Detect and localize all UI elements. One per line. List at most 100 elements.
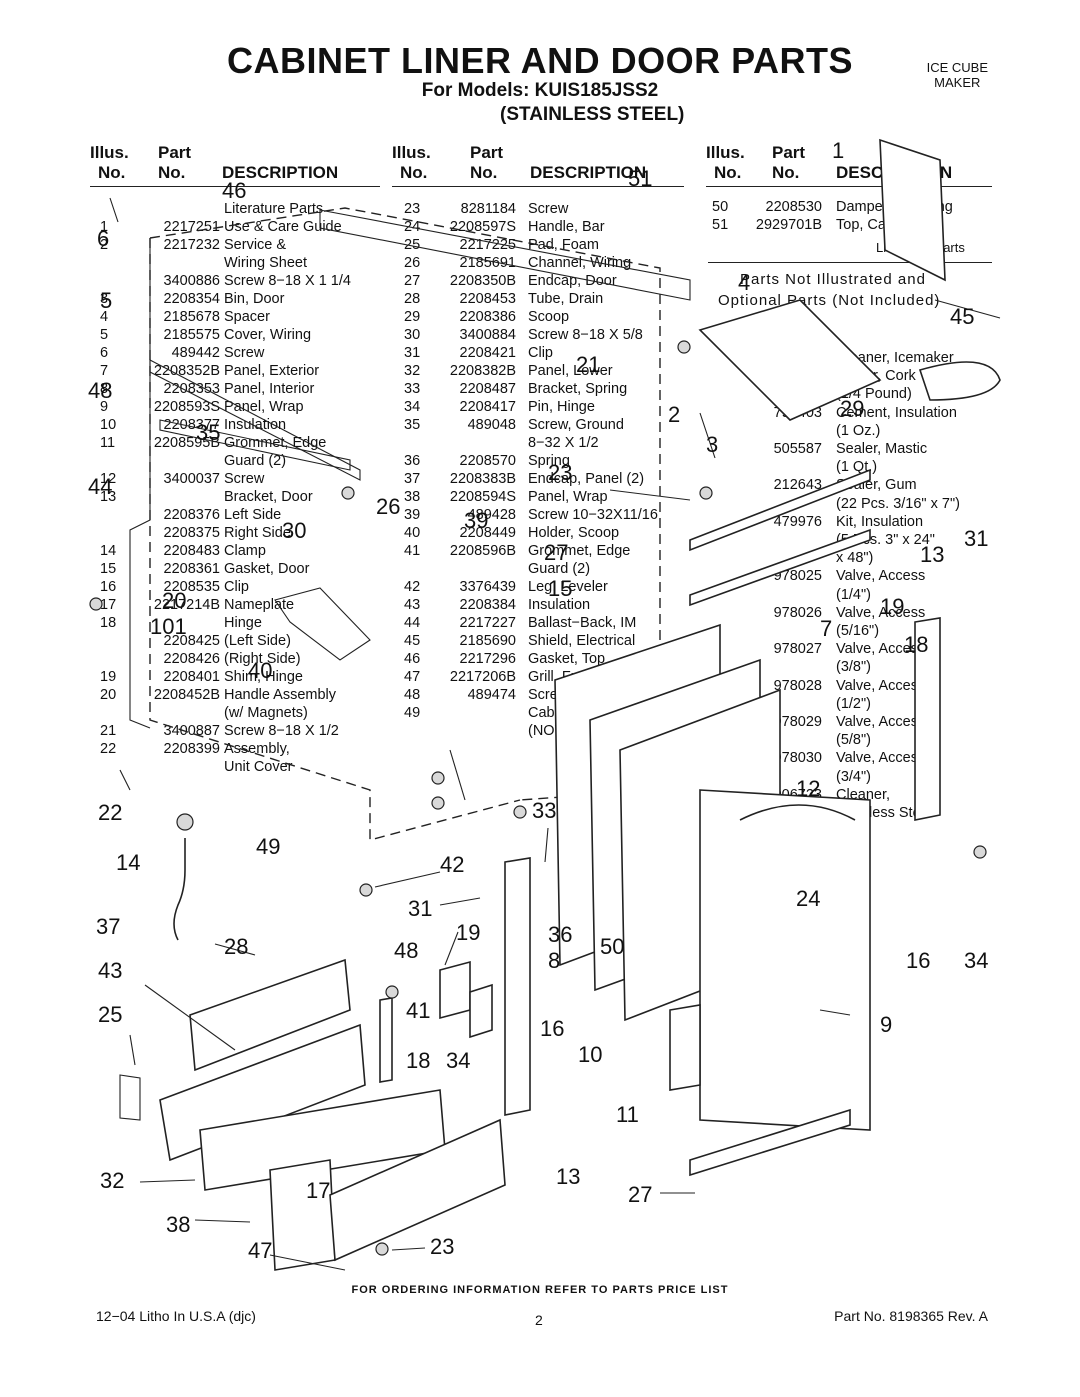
callout-number: 38 [166, 1212, 191, 1237]
part-no: 3400886 [163, 273, 220, 289]
description: Screw 10−32X11/16 [528, 507, 658, 523]
not-illustrated-line-1: Parts Not Illustrated and [740, 271, 926, 288]
illus-no: 6 [100, 345, 109, 361]
illus-no: 20 [100, 687, 117, 703]
hinge [469, 983, 493, 1039]
front-grill [329, 1118, 506, 1262]
description: Panel, Exterior [224, 363, 320, 379]
part-no: 489428 [467, 507, 516, 523]
callout-number: 13 [920, 542, 945, 567]
illus-no: 31 [404, 345, 421, 361]
description: Cover, Wiring [224, 327, 312, 343]
part-no: 489474 [467, 687, 516, 703]
illus-no: 19 [100, 669, 117, 685]
category-line-1: ICE CUBE [926, 60, 988, 75]
callout-number: 31 [408, 896, 433, 921]
description: Gasket, Door [224, 561, 310, 577]
description: Clip [224, 579, 249, 595]
col2-header-part: Part No. [470, 143, 503, 183]
part-no: 2208376 [163, 507, 220, 523]
illus-no: 16 [100, 579, 117, 595]
screw-icon [973, 845, 987, 859]
callout-number: 7 [820, 616, 833, 641]
illus-no: 23 [404, 201, 421, 217]
callout-number: 14 [116, 850, 141, 875]
screw-icon [359, 883, 373, 897]
col2-header-rule [392, 186, 684, 187]
illus-no: 49 [404, 705, 421, 721]
finish-line: (STAINLESS STEEL) [500, 104, 685, 125]
header-no: No. [98, 163, 126, 182]
illus-no: 10 [100, 417, 117, 433]
part-no: 978030 [773, 750, 822, 767]
callout-number: 35 [196, 420, 221, 445]
part-no: 2208382B [449, 363, 516, 379]
illus-no: 5 [100, 327, 109, 343]
part-no: 3400037 [163, 471, 220, 487]
part-no: 2185575 [163, 327, 220, 343]
part-no: 978025 [773, 568, 822, 585]
illus-no: 12 [100, 471, 117, 487]
illus-no: 32 [404, 363, 421, 379]
part-no: 2217296 [459, 651, 516, 667]
part-no: 2217214B [153, 597, 220, 613]
description: Scoop [528, 309, 570, 325]
illus-no: 17 [100, 597, 117, 613]
part-no: 2208417 [459, 399, 516, 415]
description: Screw [528, 201, 569, 217]
page-title: CABINET LINER AND DOOR PARTS [227, 40, 853, 81]
callout-number: 26 [376, 494, 401, 519]
callout-number: 11 [616, 1102, 639, 1127]
description: Assembly, [224, 741, 290, 757]
part-no: 2208352B [153, 363, 220, 379]
col1-header-rule [90, 186, 380, 187]
header-no: No. [400, 163, 428, 182]
description: (Right Side) [224, 651, 301, 667]
description: (3/4") [836, 768, 871, 785]
description: (3/8") [836, 659, 871, 676]
part-no: 2208354 [163, 291, 220, 307]
callout-number: 51 [628, 166, 653, 191]
part-no: 489442 [171, 345, 220, 361]
side-panel [129, 238, 151, 729]
header-part-no: No. [772, 163, 800, 182]
part-no: 978028 [773, 677, 822, 694]
part-no: 2217206B [449, 669, 516, 685]
callout-number: 19 [456, 920, 481, 945]
callout-number: 29 [840, 396, 865, 421]
callout-number: 41 [406, 998, 431, 1023]
ice-scoop [918, 361, 1001, 401]
description: Bracket, Door [224, 489, 313, 505]
part-no: 2208421 [459, 345, 516, 361]
description: Valve, Access [836, 714, 926, 730]
screw-icon [341, 486, 355, 500]
col1-header-illus: Illus. No. [90, 143, 129, 183]
callout-number: 18 [904, 632, 929, 657]
description: Endcap, Panel (2) [528, 471, 645, 487]
insulation-block [159, 1023, 366, 1162]
foam-pad [119, 1074, 141, 1121]
screw-icon [375, 1242, 389, 1256]
description: Panel, Lower [528, 363, 613, 379]
callout-number: 27 [544, 540, 569, 565]
callout-number: 20 [162, 588, 187, 613]
not-illustrated-line-2: Optional Parts (Not Included) [718, 292, 941, 309]
description: Cleaner, Icemaker [836, 350, 954, 366]
screw-icon [513, 805, 527, 819]
description: Shield, Electrical [528, 633, 636, 649]
description: Literature Parts [224, 201, 324, 217]
top-cabinet-rail [319, 209, 691, 301]
description: (22 Pcs. 3/16" x 7") [836, 495, 960, 512]
callout-number: 45 [950, 304, 975, 329]
callout-number: 30 [282, 518, 307, 543]
illus-no: 15 [100, 561, 117, 577]
part-no: 2208386 [459, 309, 516, 325]
callout-number: 19 [880, 594, 905, 619]
description: Pad, Foam [528, 237, 599, 253]
illus-no: 14 [100, 543, 117, 559]
description: Holder, Scoop [528, 525, 620, 541]
callout-number: 4 [738, 270, 751, 295]
category-label: ICE CUBE MAKER [927, 60, 988, 90]
part-no: 212643 [773, 477, 822, 494]
exterior-door-panel [699, 789, 871, 1131]
